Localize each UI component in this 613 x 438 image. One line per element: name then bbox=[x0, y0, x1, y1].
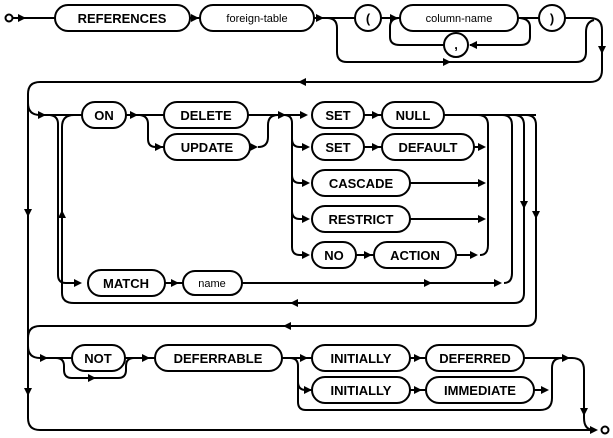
node-column-name: column-name bbox=[399, 4, 519, 32]
node-foreign-table: foreign-table bbox=[199, 4, 315, 32]
keyword-update: UPDATE bbox=[181, 140, 234, 155]
node-delete: DELETE bbox=[163, 101, 249, 129]
node-on: ON bbox=[81, 101, 127, 129]
node-name: name bbox=[182, 270, 243, 296]
node-cascade: CASCADE bbox=[311, 169, 411, 197]
end-terminal-icon bbox=[600, 425, 610, 435]
nonterminal-column-name: column-name bbox=[426, 13, 493, 25]
nonterminal-foreign-table: foreign-table bbox=[226, 13, 287, 25]
keyword-deferred: DEFERRED bbox=[439, 351, 511, 366]
keyword-delete: DELETE bbox=[180, 108, 232, 123]
node-open-paren: ( bbox=[354, 4, 382, 32]
node-references: REFERENCES bbox=[54, 4, 191, 32]
node-deferred: DEFERRED bbox=[425, 344, 525, 372]
keyword-references: REFERENCES bbox=[78, 11, 167, 26]
node-restrict: RESTRICT bbox=[311, 205, 411, 233]
node-set-1: SET bbox=[311, 101, 365, 129]
node-comma: , bbox=[443, 32, 469, 58]
punct-close-paren: ) bbox=[550, 11, 554, 26]
node-null: NULL bbox=[381, 101, 445, 129]
node-initially-2: INITIALLY bbox=[311, 376, 411, 404]
keyword-match: MATCH bbox=[103, 276, 149, 291]
keyword-immediate: IMMEDIATE bbox=[444, 383, 516, 398]
keyword-initially-2: INITIALLY bbox=[331, 383, 392, 398]
node-deferrable: DEFERRABLE bbox=[154, 344, 283, 372]
keyword-set-1: SET bbox=[325, 108, 350, 123]
keyword-null: NULL bbox=[396, 108, 431, 123]
node-no: NO bbox=[311, 241, 357, 269]
keyword-set-2: SET bbox=[325, 140, 350, 155]
keyword-cascade: CASCADE bbox=[329, 176, 394, 191]
arrowheads bbox=[18, 14, 606, 434]
keyword-on: ON bbox=[94, 108, 114, 123]
node-update: UPDATE bbox=[163, 133, 251, 161]
node-initially-1: INITIALLY bbox=[311, 344, 411, 372]
nonterminal-name: name bbox=[198, 278, 226, 290]
punct-comma: , bbox=[454, 37, 458, 52]
node-action: ACTION bbox=[373, 241, 457, 269]
node-immediate: IMMEDIATE bbox=[425, 376, 535, 404]
node-match: MATCH bbox=[87, 269, 166, 297]
keyword-restrict: RESTRICT bbox=[329, 212, 394, 227]
keyword-action: ACTION bbox=[390, 248, 440, 263]
node-not: NOT bbox=[71, 344, 126, 372]
node-default: DEFAULT bbox=[381, 133, 475, 161]
keyword-deferrable: DEFERRABLE bbox=[174, 351, 263, 366]
punct-open-paren: ( bbox=[366, 11, 371, 26]
start-terminal-icon bbox=[4, 13, 14, 23]
node-close-paren: ) bbox=[538, 4, 566, 32]
keyword-not: NOT bbox=[84, 351, 112, 366]
keyword-default: DEFAULT bbox=[399, 140, 458, 155]
keyword-no: NO bbox=[324, 248, 344, 263]
connector-lines bbox=[13, 17, 603, 431]
keyword-initially-1: INITIALLY bbox=[331, 351, 392, 366]
node-set-2: SET bbox=[311, 133, 365, 161]
